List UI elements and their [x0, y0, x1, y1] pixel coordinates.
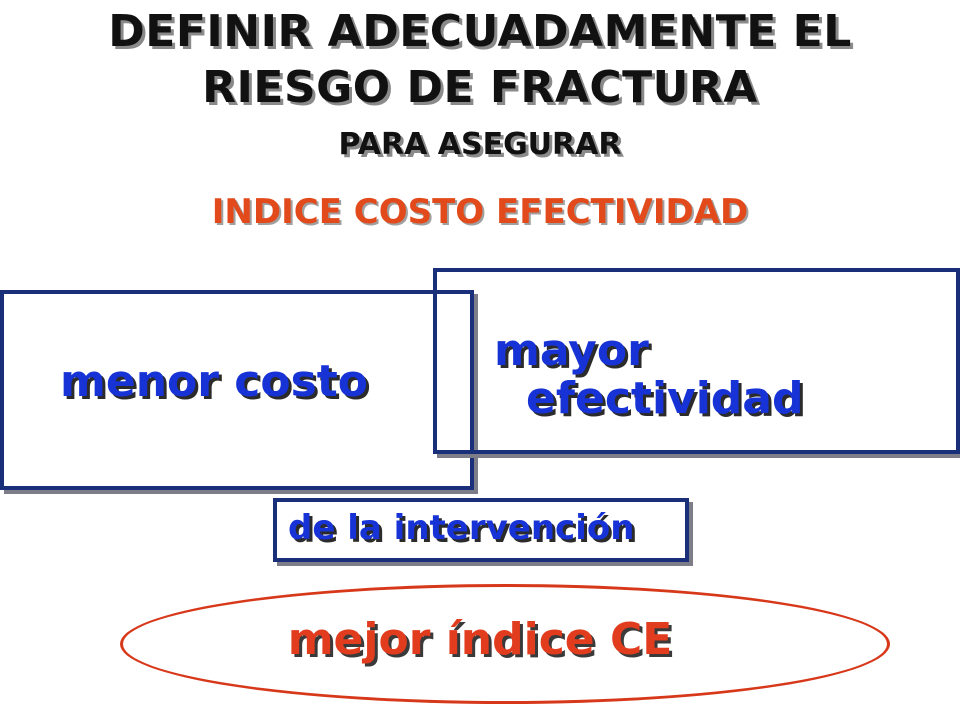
box-menor-costo	[0, 290, 474, 490]
efectividad-text: efectividad	[526, 373, 804, 424]
heading-indice-costo-efectividad: INDICE COSTO EFECTIVIDAD	[211, 192, 749, 232]
intervencion-text: de la intervención	[288, 508, 635, 548]
result-ellipse	[120, 584, 890, 704]
title-line-2: RIESGO DE FRACTURA	[202, 62, 758, 113]
mejor-indice-ce-text: mejor índice CE	[287, 614, 673, 665]
menor-costo-text: menor costo	[60, 356, 369, 407]
title-line-1: DEFINIR ADECUADAMENTE EL	[108, 6, 852, 57]
box-mayor-efectividad	[433, 268, 960, 454]
subtitle: PARA ASEGURAR	[338, 127, 622, 162]
box-intervencion	[273, 498, 689, 562]
mayor-text: mayor	[494, 325, 649, 376]
